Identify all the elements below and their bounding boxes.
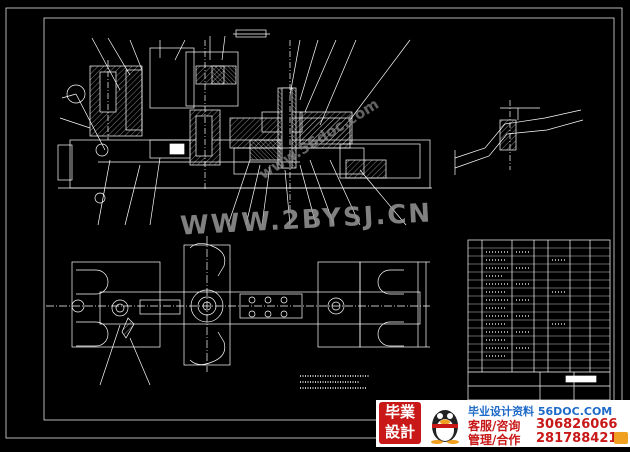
site-logo[interactable]: 毕業 設計 xyxy=(379,402,421,444)
logo-line-2: 設計 xyxy=(384,423,415,441)
qq-mini-icon[interactable] xyxy=(614,432,628,444)
logo-line-1: 毕業 xyxy=(384,403,415,421)
side-detail-view xyxy=(454,100,584,175)
manage-qq-number[interactable]: 281788421 xyxy=(536,431,618,446)
manage-label: 管理/合作 xyxy=(468,433,521,447)
inner-frame xyxy=(43,17,615,421)
site-title[interactable]: 毕业设计资料 56DOC.COM xyxy=(468,405,613,418)
outer-frame xyxy=(5,7,623,439)
front-view xyxy=(57,29,432,226)
service-qq-number[interactable]: 306826066 xyxy=(536,417,618,432)
site-footer-banner[interactable]: 毕業 設計 毕业设计资料 56DOC.COM 客服/咨询 306826066 管… xyxy=(376,400,630,447)
technical-notes xyxy=(300,375,370,389)
top-view xyxy=(46,236,430,386)
qq-penguin-icon xyxy=(431,410,459,444)
service-label: 客服/咨询 xyxy=(468,419,521,433)
parts-list-table xyxy=(467,239,611,401)
